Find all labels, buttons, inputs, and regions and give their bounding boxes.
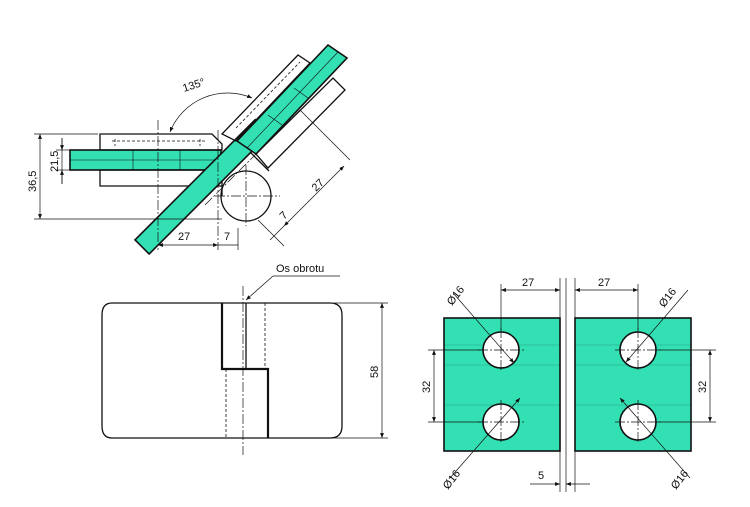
dim-left-spacing: 32 — [421, 381, 433, 393]
top-view: 135° 36,5 21,5 27 7 27 7 — [27, 43, 351, 256]
clamp-plate-upper-left — [99, 133, 223, 151]
axis-label: Os obrotu — [276, 263, 324, 275]
front-view: Os obrotu 58 — [101, 263, 388, 455]
dia-right-bottom: Ø16 — [669, 468, 691, 492]
dim-gap: 5 — [538, 470, 544, 482]
dim-right-width: 27 — [598, 277, 610, 289]
panels-view: 27 27 Ø16 Ø16 Ø16 Ø16 32 32 5 — [421, 277, 716, 492]
dim-length-a: 27 — [178, 231, 190, 243]
dim-height-glass: 21,5 — [49, 151, 61, 172]
clamp-plate-upper-right — [220, 54, 312, 142]
hinge-body-outline — [101, 302, 343, 439]
glass-panel-angled — [235, 43, 349, 156]
dim-left-width: 27 — [522, 277, 534, 289]
dim-length-b: 27 — [310, 177, 327, 194]
dim-offset-b: 7 — [278, 209, 291, 222]
dim-offset-a: 7 — [224, 231, 230, 243]
angle-label: 135° — [181, 76, 206, 94]
dim-height-front: 58 — [369, 366, 381, 378]
dia-left-top: Ø16 — [445, 284, 467, 308]
clamp-plate-lower-right — [255, 77, 346, 169]
dia-right-top: Ø16 — [657, 286, 679, 310]
dia-left-bottom: Ø16 — [441, 468, 463, 492]
dim-right-spacing: 32 — [697, 381, 709, 393]
dim-height-total: 36,5 — [27, 171, 39, 192]
rotation-split-line — [220, 303, 270, 438]
